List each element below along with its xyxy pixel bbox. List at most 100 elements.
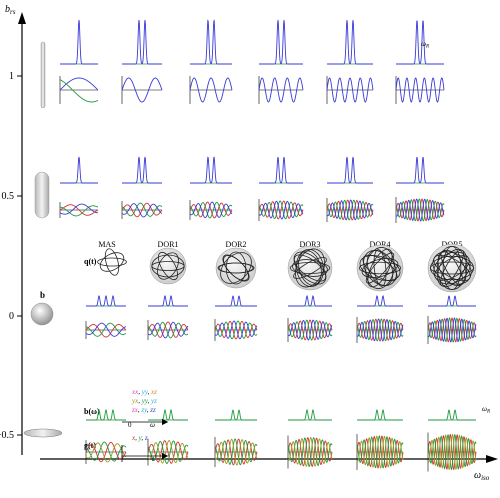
row3-col0-signal-wave-2 — [85, 322, 127, 337]
legend-line-3: zx, zy, zz — [131, 406, 156, 414]
trajectory-ball-0 — [97, 248, 127, 276]
row4-col2-signal-wave-1 — [214, 438, 258, 466]
row1-col0-spectrum-peaks — [60, 19, 98, 65]
row3-col5-signal-wave-2 — [427, 317, 477, 343]
row4-col0-signal-wave-0 — [85, 441, 127, 463]
row2-col5-signal-wave-1 — [395, 198, 445, 222]
row2-col5-signal-wave-0 — [395, 198, 445, 222]
row2-col4-signal-wave-2 — [326, 199, 374, 221]
row2-col2-signal-wave-2 — [189, 201, 233, 219]
row2-col1-signal-wave-1 — [121, 202, 163, 217]
shape-needle — [40, 41, 46, 109]
row3-col3-signal-wave-2 — [287, 319, 333, 341]
row4-col5-signal-wave-1 — [427, 434, 477, 471]
omega-r-label-top: ωR — [421, 40, 429, 50]
row3-col2-signal-wave-2 — [214, 320, 258, 340]
row2-col1-signal-wave-0 — [121, 202, 163, 218]
row4-col5-signal-wave-0 — [427, 433, 477, 471]
row3-col2-spectrum-peaks — [215, 295, 257, 307]
row3-col5-spectrum-peaks — [428, 295, 476, 307]
shape-oblate — [23, 428, 63, 438]
row3-col4-spectrum-peaks — [357, 295, 403, 307]
row2-col1-signal-wave-2 — [121, 203, 163, 218]
row1-col3-spectrum-peaks — [259, 20, 303, 65]
x-axis-label: ωiso — [474, 470, 490, 482]
row3-col1-signal-wave-2 — [147, 321, 189, 339]
spectra-plots — [59, 19, 477, 472]
trajectory-ball-5 — [427, 243, 477, 293]
row4-col3-spectrum-peaks — [288, 409, 332, 421]
row4-col1-signal-wave-2 — [147, 440, 189, 464]
row2-col0-signal-wave-1 — [59, 205, 99, 217]
x-axis: ωiso — [40, 455, 498, 482]
row1-col4-signal-wave-0 — [326, 77, 374, 103]
row2-col3-signal-wave-2 — [258, 200, 304, 220]
row4-col3-signal-wave-0 — [287, 436, 333, 468]
row4-col4-signal-wave-1 — [356, 435, 404, 469]
row2-col3-signal-wave-1 — [258, 200, 304, 220]
row1-col1-signal-wave-0 — [121, 77, 163, 103]
y-axis: 1 0.5 0 −0.5 brs — [0, 4, 26, 455]
x-axis-arrow-icon — [486, 455, 498, 463]
row2-col2-spectrum-peaks — [190, 156, 232, 184]
row3-col4-signal-wave-2 — [356, 318, 404, 342]
row2-col3-signal-wave-0 — [258, 200, 304, 220]
b-omega-label: b(ω) — [84, 407, 100, 416]
row1-col2-spectrum-peaks — [190, 19, 232, 65]
row1-col0-signal-wave-1 — [59, 79, 99, 103]
row1-col5-spectrum-peaks — [396, 20, 444, 65]
row3-col1-spectrum-peaks — [148, 294, 188, 307]
row3-col3-spectrum-peaks — [288, 295, 332, 307]
legend-g-line: x, y, z — [131, 434, 148, 442]
row4-col4-spectrum-peaks — [357, 409, 403, 421]
row4-col3-signal-wave-2 — [287, 437, 333, 467]
row2-col3-spectrum-peaks — [259, 156, 303, 184]
omega-r-label-bottom: ωR — [482, 405, 490, 415]
y-tick-1: 1 — [9, 71, 14, 82]
legend-line-2: yx, yy, yz — [131, 397, 157, 405]
row2-col5-spectrum-peaks — [396, 157, 444, 184]
b-bold-label: b — [40, 290, 45, 300]
col-title-dor4: DOR4 — [370, 240, 391, 249]
row3-col0-signal-wave-0 — [85, 324, 127, 338]
legend-line-1: xx, yy, xz — [131, 388, 157, 396]
row2-col0-spectrum-peaks — [60, 156, 98, 184]
row3-col0-spectrum-peaks — [86, 294, 126, 307]
legend-t: t — [152, 455, 155, 463]
row4-col1-signal-wave-1 — [147, 440, 189, 464]
column-titles: MAS DOR1 DOR2 DOR3 DOR4 DOR5 — [98, 240, 462, 249]
trajectory-ball-3 — [287, 245, 333, 291]
row2-col4-signal-wave-1 — [326, 199, 374, 221]
row2-col0-signal-wave-0 — [59, 204, 99, 216]
legend-omega: ω — [150, 421, 155, 429]
row2-col2-signal-wave-0 — [189, 201, 233, 219]
row4-col5-signal-wave-2 — [427, 433, 477, 471]
row1-col5-signal-wave-0 — [395, 77, 445, 103]
row4-col4-signal-wave-0 — [356, 435, 404, 469]
row4-col1-signal-wave-0 — [147, 440, 189, 464]
trajectory-balls — [97, 243, 477, 293]
shape-sphere: b — [30, 290, 54, 326]
trajectory-ball-4 — [356, 244, 404, 292]
shape-prolate — [34, 171, 50, 219]
col-title-dor1: DOR1 — [158, 240, 179, 249]
legend: xx, yy, xz yx, yy, yz zx, zy, zz x, y, z… — [128, 388, 157, 463]
row3-col3-signal-wave-0 — [287, 319, 333, 341]
row4-col2-spectrum-peaks — [215, 409, 257, 421]
y-axis-label: brs — [5, 4, 16, 16]
row4-col0-spectrum-peaks — [86, 408, 126, 421]
y-tick-0.5: 0.5 — [2, 191, 15, 202]
row2-col4-signal-wave-0 — [326, 199, 374, 221]
legend-zero: 0 — [128, 421, 132, 429]
row1-col1-spectrum-peaks — [122, 19, 162, 65]
y-tick-0: 0 — [9, 311, 14, 322]
row1-col2-signal-wave-0 — [189, 77, 233, 103]
col-title-mas: MAS — [98, 240, 115, 249]
row2-col4-spectrum-peaks — [327, 156, 373, 184]
row4-col0-signal-wave-1 — [85, 441, 127, 462]
trajectory-ball-2 — [215, 247, 257, 289]
y-axis-arrow-icon — [18, 12, 26, 24]
row4-col0-signal-wave-2 — [85, 442, 127, 463]
q-t-label: q(t) — [84, 257, 97, 266]
